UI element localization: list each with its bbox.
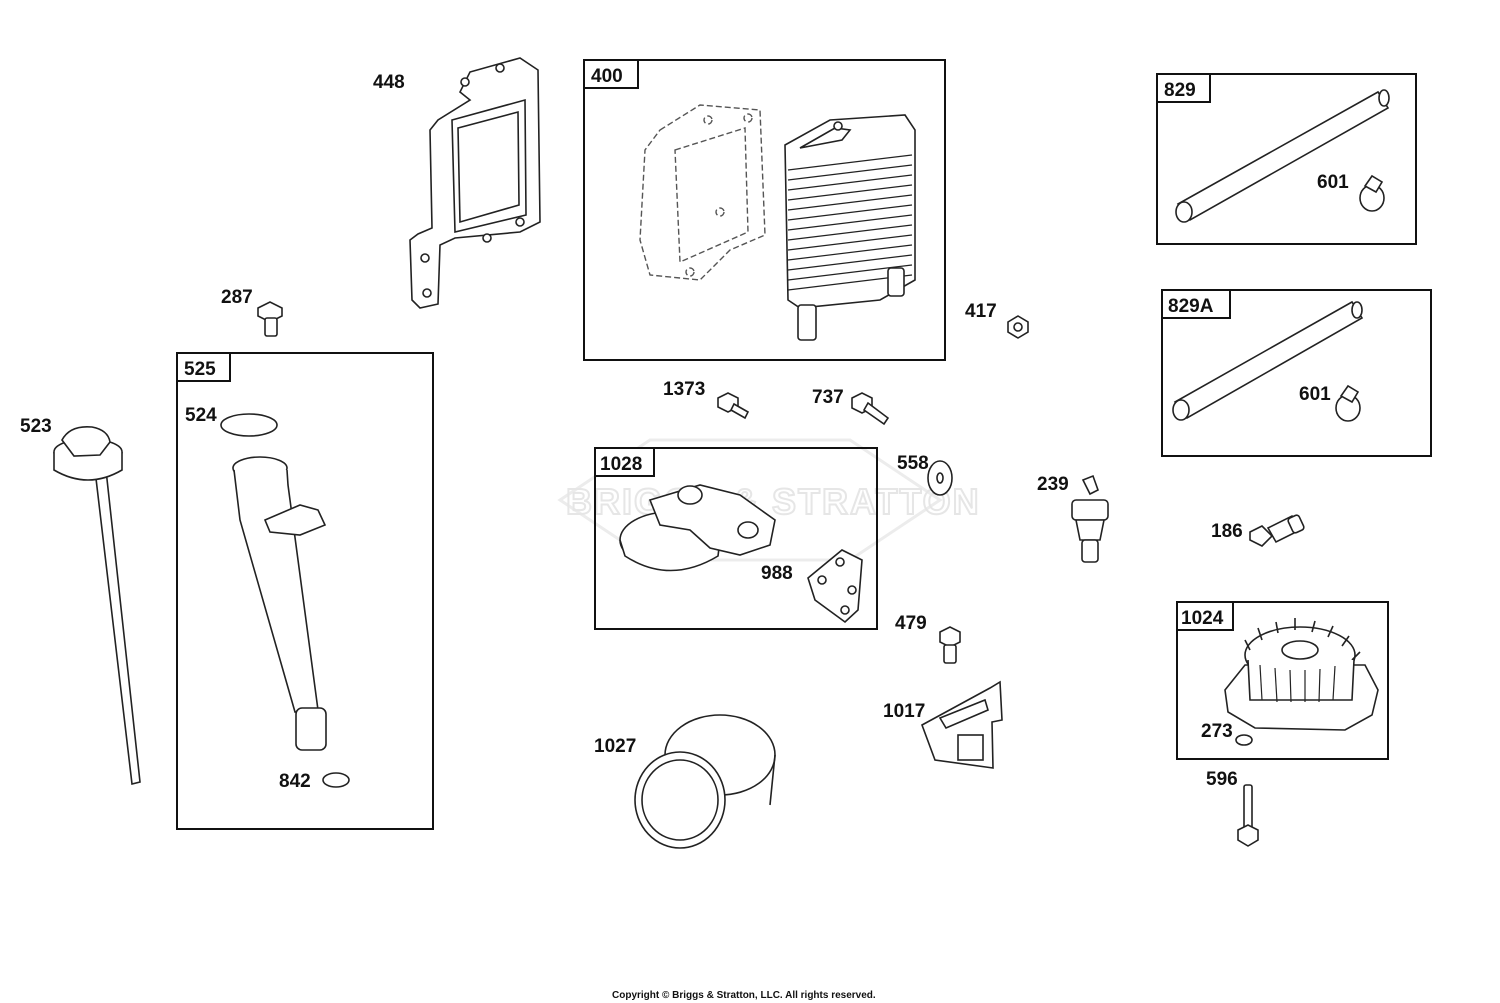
part-label-988: 988 — [761, 563, 793, 584]
part-label-273: 273 — [1201, 721, 1233, 742]
part-label-737: 737 — [812, 387, 844, 408]
box-829: 829 — [1156, 73, 1417, 245]
box-1024: 1024 — [1176, 601, 1389, 760]
baffle-1017-drawing — [921, 680, 1003, 769]
bolt-596-drawing — [1237, 784, 1259, 847]
tube-829-drawing — [1175, 89, 1390, 223]
o-ring-842-drawing — [322, 772, 350, 788]
box-label-1028: 1028 — [600, 454, 642, 475]
box-label-1024: 1024 — [1181, 608, 1224, 629]
part-label-1017: 1017 — [883, 701, 925, 722]
bolt-479-drawing — [939, 626, 961, 664]
part-label-524: 524 — [185, 405, 217, 426]
filter-adapter-drawing — [619, 484, 776, 572]
nut-417-drawing — [1007, 315, 1029, 339]
o-ring-273-drawing — [1235, 734, 1253, 746]
part-label-417: 417 — [965, 301, 997, 322]
part-label-523: 523 — [20, 416, 52, 437]
part-label-287: 287 — [221, 287, 253, 308]
oil-cooler-drawing — [784, 114, 916, 341]
sensor-239-drawing — [1071, 474, 1109, 563]
washer-558-drawing — [927, 460, 953, 496]
part-label-1027: 1027 — [594, 736, 636, 757]
fitting-186-drawing — [1249, 514, 1305, 547]
box-829a: 829A — [1161, 289, 1432, 457]
clamp-601-b-drawing — [1335, 384, 1361, 422]
part-label-842: 842 — [279, 771, 311, 792]
part-label-239: 239 — [1037, 474, 1069, 495]
screw-1373-drawing — [717, 392, 750, 420]
part-label-558: 558 — [897, 453, 929, 474]
box-label-829a: 829A — [1168, 296, 1214, 317]
copyright-notice: Copyright © Briggs & Stratton, LLC. All … — [612, 990, 876, 1001]
tube-829a-drawing — [1172, 300, 1364, 421]
part-label-596: 596 — [1206, 769, 1238, 790]
oil-filter-drawing — [634, 714, 776, 849]
fill-tube-drawing — [232, 456, 327, 751]
bracket-drawing — [409, 57, 541, 309]
part-label-1373: 1373 — [663, 379, 705, 400]
oil-pump-drawing — [1224, 618, 1379, 731]
part-label-479: 479 — [895, 613, 927, 634]
part-label-448: 448 — [373, 72, 405, 93]
dipstick-drawing — [53, 425, 141, 785]
cooler-fins — [787, 154, 913, 291]
box-400: 400 — [583, 59, 946, 361]
part-label-601-a: 601 — [1317, 172, 1349, 193]
box-1028: 1028 — [594, 447, 878, 630]
watermark-text: BRIGGS & STRATTON — [566, 481, 981, 522]
gasket-dashed-drawing — [639, 104, 766, 281]
part-label-601-b: 601 — [1299, 384, 1331, 405]
box-label-525: 525 — [184, 359, 216, 380]
bolt-737-drawing — [851, 392, 890, 426]
bolt-287-drawing — [257, 301, 283, 337]
box-525: 525 — [176, 352, 434, 830]
box-label-829: 829 — [1164, 80, 1196, 101]
clamp-601-a-drawing — [1359, 174, 1385, 212]
box-label-400: 400 — [591, 66, 623, 87]
gasket-988-drawing — [807, 549, 863, 624]
o-ring-524-drawing — [220, 413, 278, 437]
part-label-186: 186 — [1211, 521, 1243, 542]
pump-gear-teeth — [1244, 618, 1361, 661]
